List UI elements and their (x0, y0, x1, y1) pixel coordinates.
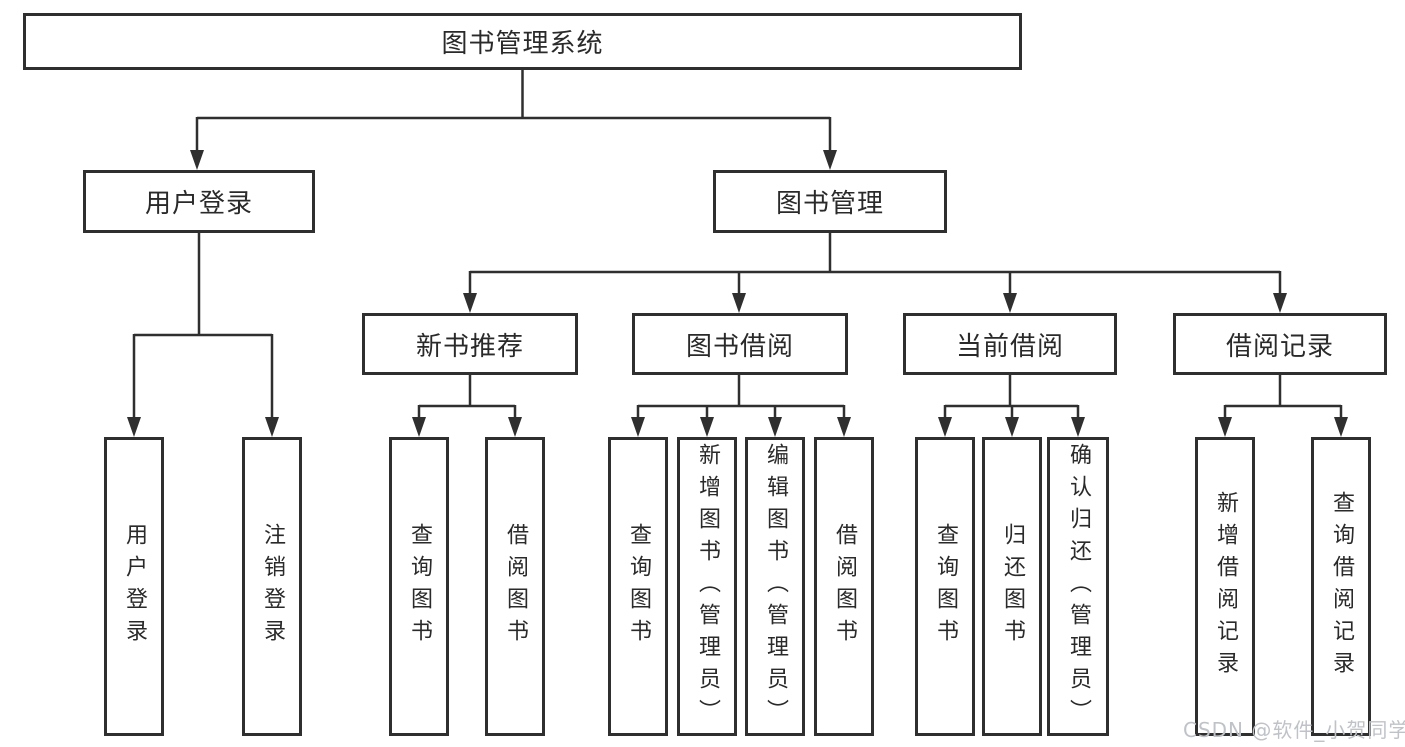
leaf-confirm-return-admin: 确认归还（管理员） (1047, 437, 1109, 736)
leaf-query-books-borrow: 查询图书 (608, 437, 668, 736)
leaf-query-books-current: 查询图书 (915, 437, 975, 736)
node-borrowing-records: 借阅记录 (1173, 313, 1387, 375)
node-book-management: 图书管理 (713, 170, 947, 233)
leaf-query-borrow-record: 查询借阅记录 (1311, 437, 1371, 736)
leaf-query-books-recommend: 查询图书 (389, 437, 449, 736)
leaf-label: 查询图书 (407, 522, 432, 651)
leaf-return-book: 归还图书 (982, 437, 1042, 736)
leaf-logout: 注销登录 (242, 437, 302, 736)
leaf-label: 注销登录 (260, 522, 285, 651)
leaf-edit-book-admin: 编辑图书（管理员） (745, 437, 805, 736)
leaf-borrow-books: 借阅图书 (814, 437, 874, 736)
leaf-label: 编辑图书（管理员） (763, 442, 788, 731)
node-root-library-management-system: 图书管理系统 (23, 13, 1022, 70)
csdn-watermark: CSDN @软件_小贺同学 (1183, 718, 1405, 742)
node-user-login: 用户登录 (83, 170, 315, 233)
leaf-label: 查询图书 (626, 522, 651, 651)
leaf-add-book-admin: 新增图书（管理员） (677, 437, 737, 736)
leaf-label: 用户登录 (122, 522, 147, 651)
leaf-label: 新增借阅记录 (1213, 490, 1238, 683)
leaf-label: 新增图书（管理员） (695, 442, 720, 731)
leaf-user-login: 用户登录 (104, 437, 164, 736)
leaf-label: 归还图书 (1000, 522, 1025, 651)
node-book-borrowing: 图书借阅 (632, 313, 848, 375)
leaf-label: 借阅图书 (503, 522, 528, 651)
leaf-label: 借阅图书 (832, 522, 857, 651)
leaf-label: 查询借阅记录 (1329, 490, 1354, 683)
node-new-book-recommendation: 新书推荐 (362, 313, 578, 375)
leaf-add-borrow-record: 新增借阅记录 (1195, 437, 1255, 736)
node-current-borrowing: 当前借阅 (903, 313, 1117, 375)
leaf-label: 确认归还（管理员） (1066, 442, 1091, 731)
leaf-borrow-books-recommend: 借阅图书 (485, 437, 545, 736)
leaf-label: 查询图书 (933, 522, 958, 651)
